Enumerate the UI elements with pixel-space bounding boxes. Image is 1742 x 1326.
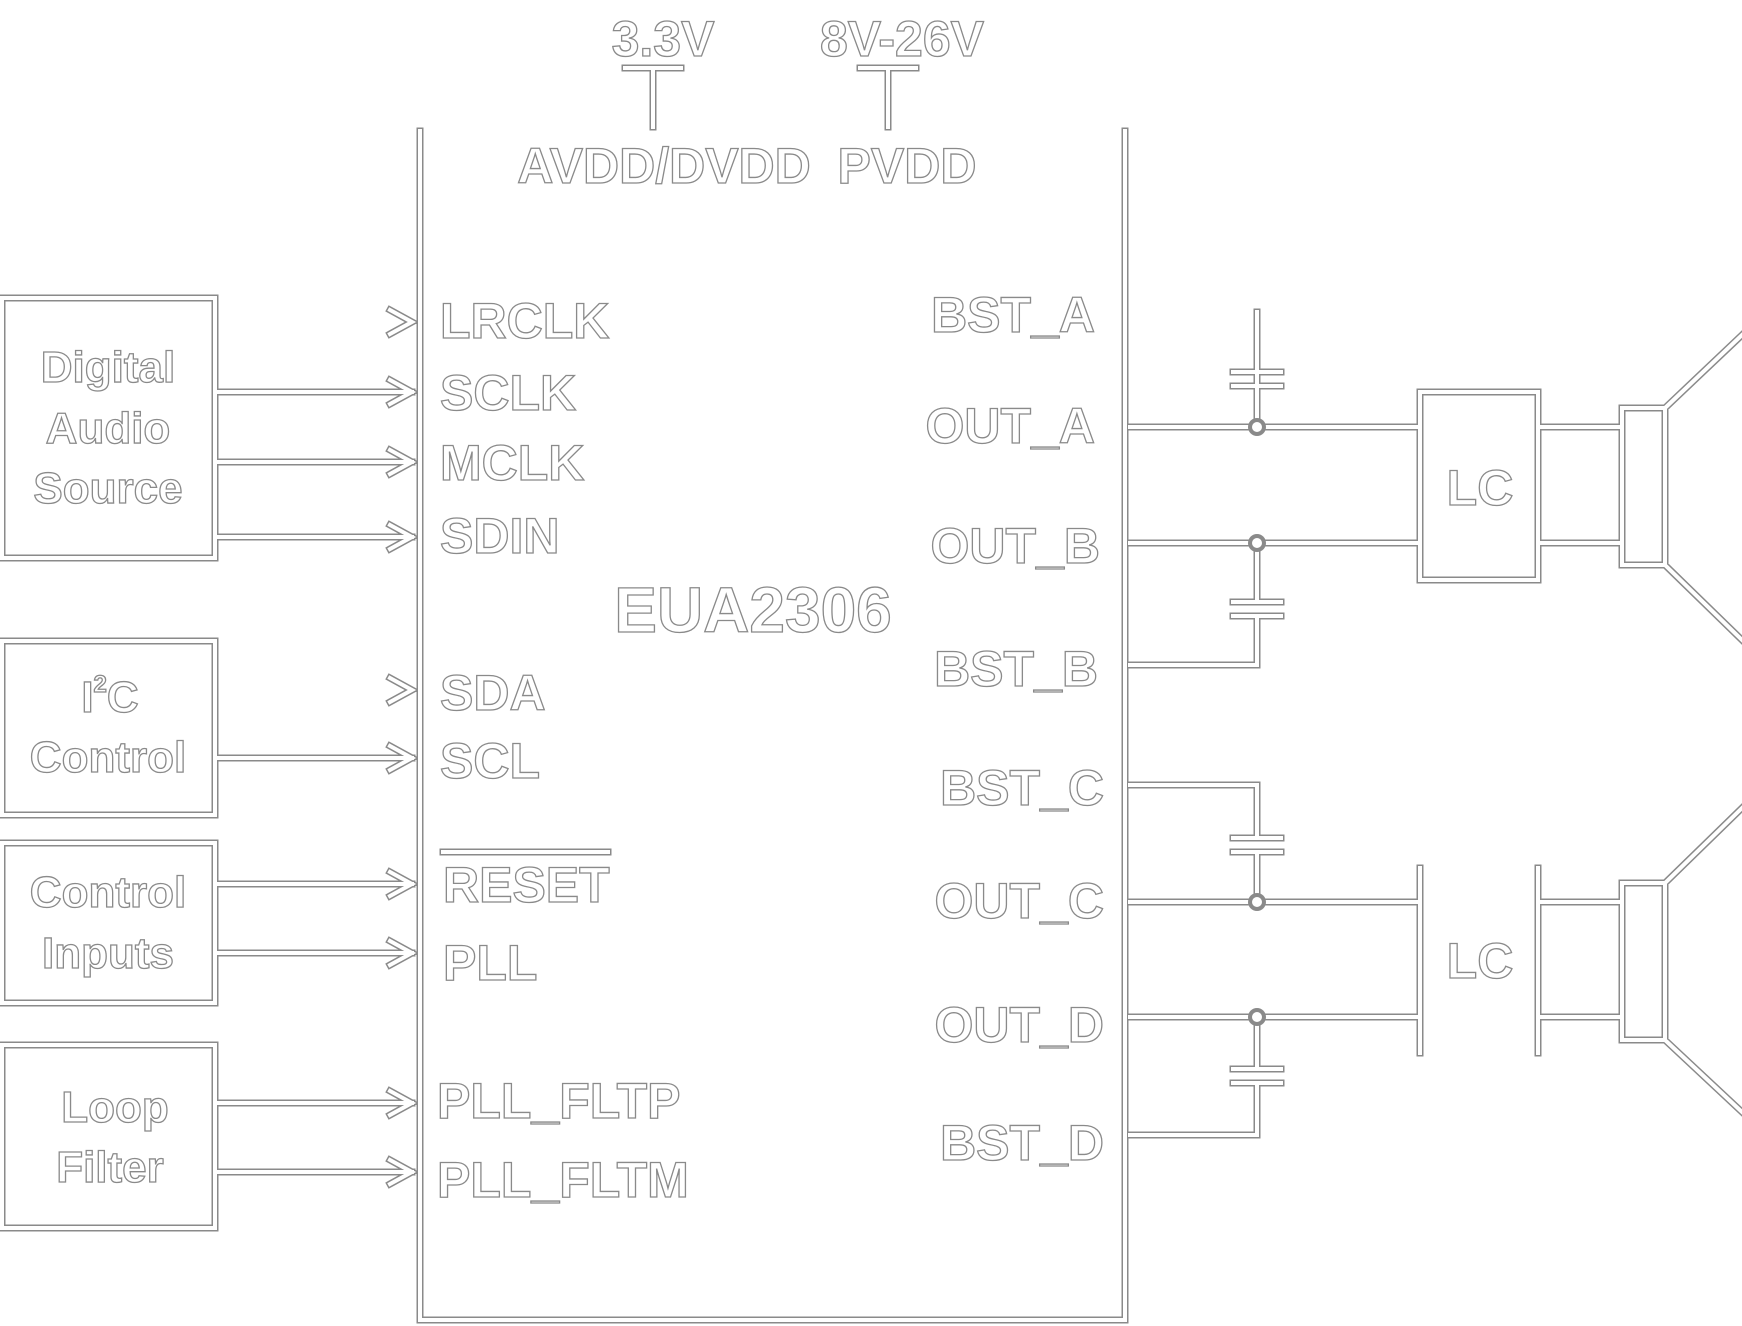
digital-audio-line3: Source [33, 464, 182, 513]
schematic-wires [0, 64, 1742, 1324]
pin-bst-a: BST_A [931, 287, 1095, 343]
pin-sda: SDA [440, 665, 546, 721]
lc-filter-top: LC [1447, 460, 1514, 516]
pin-sdin: SDIN [440, 508, 559, 564]
chip-name: EUA2306 [614, 574, 892, 646]
pin-avdd-dvdd: AVDD/DVDD [517, 138, 811, 194]
pin-pvdd: PVDD [838, 138, 977, 194]
control-inputs-block: Control Inputs [29, 867, 187, 978]
loop-filter-block: Loop Filter [56, 1082, 170, 1192]
digital-audio-line1: Digital [41, 343, 175, 392]
pin-mclk: MCLK [440, 435, 584, 491]
pin-out-c: OUT_C [935, 873, 1104, 929]
digital-audio-line2: Audio [46, 404, 171, 453]
digital-audio-source-block: Digital Audio Source [33, 342, 183, 513]
pin-reset: RESET [443, 857, 610, 913]
supply-voltage-pvdd: 8V-26V [820, 11, 985, 67]
pin-sclk: SCLK [440, 365, 576, 421]
pin-bst-d: BST_D [940, 1115, 1104, 1171]
control-inputs-line2: Inputs [42, 929, 174, 978]
lc-filter-bottom: LC [1447, 933, 1514, 989]
pin-pll-fltm: PLL_FLTM [437, 1152, 689, 1208]
pin-out-d: OUT_D [935, 997, 1104, 1053]
i2c-label: I2C [81, 671, 138, 722]
i2c-control-line2: Control [30, 733, 186, 782]
loop-filter-line2: Filter [56, 1143, 164, 1192]
control-inputs-line1: Control [30, 868, 186, 917]
pin-out-b: OUT_B [931, 518, 1100, 574]
pin-bst-b: BST_B [934, 641, 1098, 697]
pin-out-a: OUT_A [926, 398, 1095, 454]
loop-filter-line1: Loop [61, 1083, 169, 1132]
i2c-control-block: I2C Control [29, 670, 187, 782]
supply-voltage-3v3: 3.3V [612, 11, 716, 67]
pin-bst-c: BST_C [940, 760, 1104, 816]
pin-pll-fltp: PLL_FLTP [437, 1073, 681, 1129]
junction-dots [1248, 418, 1266, 1026]
pin-pll: PLL [443, 935, 537, 991]
schematic-wires-core [0, 66, 1742, 1322]
pin-scl: SCL [440, 733, 540, 789]
pin-lrclk: LRCLK [440, 293, 609, 349]
